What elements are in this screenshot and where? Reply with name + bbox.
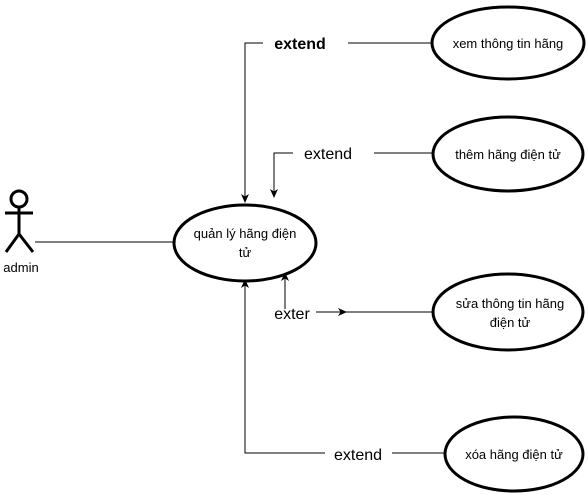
extend-connector-add: extend — [270, 146, 432, 198]
use-case-label-line2: điện tử — [490, 315, 531, 330]
use-case-label-line2: tử — [239, 245, 252, 260]
use-case-label-line1: quản lý hãng điện — [194, 226, 297, 241]
extend-arrow-view — [241, 42, 263, 203]
use-case-manage-brands[interactable]: quản lý hãng điện tử — [172, 203, 318, 283]
use-case-ellipse — [431, 115, 585, 193]
extend-connector-delete: extend — [241, 279, 445, 464]
extend-connector-view: extend — [241, 36, 431, 203]
extend-arrow-add — [270, 152, 293, 198]
extend-connector-edit: exter — [274, 272, 433, 323]
use-case-ellipse — [430, 5, 586, 81]
use-case-edit-brand[interactable]: sửa thông tin hãng điện tử — [431, 272, 585, 352]
actor-label: admin — [3, 260, 38, 275]
actor-left-leg — [4, 233, 21, 253]
extend-label-view: extend — [274, 36, 326, 53]
extend-label-delete: extend — [334, 447, 382, 464]
extend-arrow-delete — [241, 279, 325, 454]
use-case-delete-brand[interactable]: xóa hãng điện tử — [443, 415, 585, 493]
use-case-label: xem thông tin hãng — [453, 36, 564, 51]
actor-admin[interactable]: admin — [3, 189, 39, 275]
use-case-label: thêm hãng điện tử — [455, 147, 561, 162]
extend-label-add: extend — [304, 146, 352, 163]
actor-head — [9, 189, 29, 209]
use-case-ellipse — [172, 203, 318, 283]
actor-right-leg — [17, 233, 35, 253]
use-case-label-line1: sửa thông tin hãng — [456, 296, 564, 311]
use-case-ellipse — [443, 415, 585, 493]
use-case-view-brand[interactable]: xem thông tin hãng — [430, 5, 586, 81]
use-case-label: xóa hãng điện tử — [465, 447, 563, 462]
use-case-ellipse — [431, 272, 585, 352]
use-case-add-brand[interactable]: thêm hãng điện tử — [431, 115, 585, 193]
extend-label-edit: exter — [274, 306, 310, 323]
